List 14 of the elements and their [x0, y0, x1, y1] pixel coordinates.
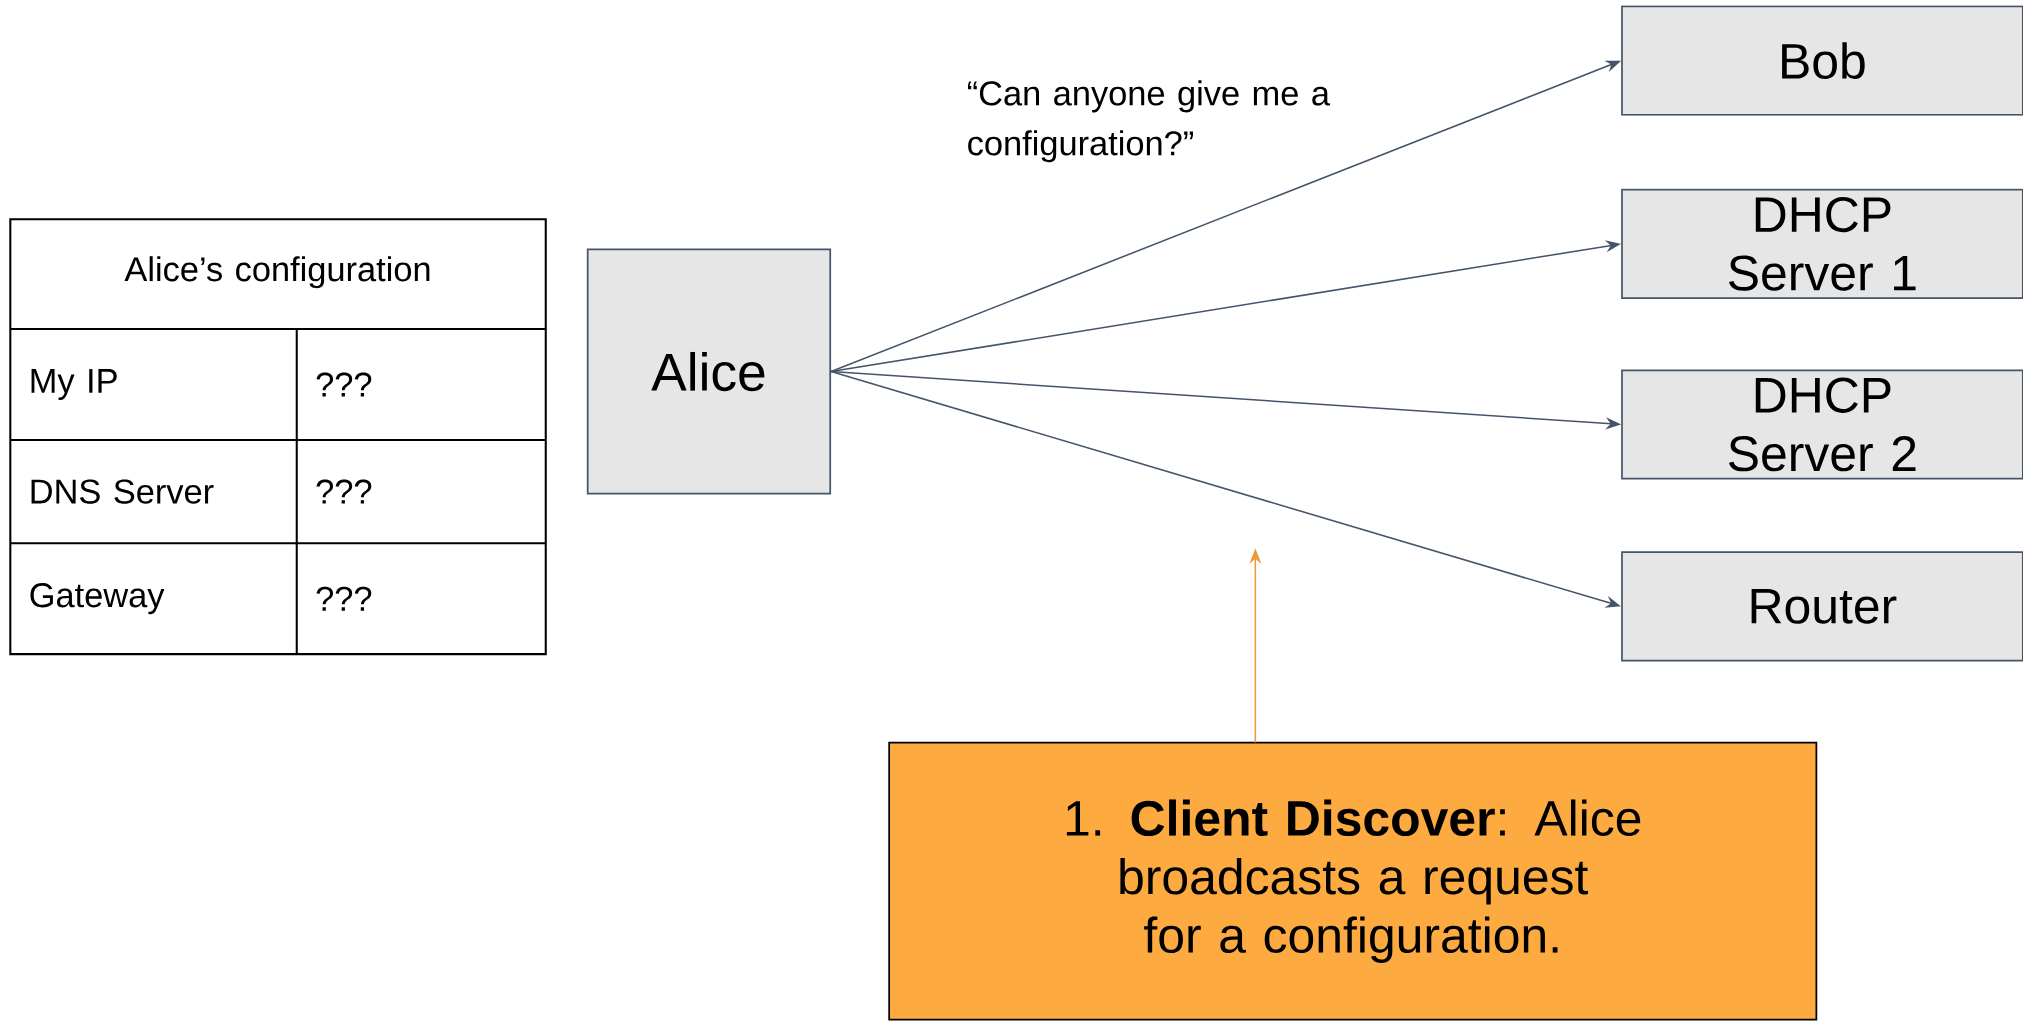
node-box: DHCP Server 1 [1621, 188, 2023, 299]
table-cell: Gateway [30, 583, 165, 615]
node-box: Bob [1621, 5, 2023, 116]
node-box: Alice [586, 248, 832, 495]
node-box: Router [1621, 551, 2023, 662]
node-box: DHCP Server 2 [1621, 369, 2023, 480]
table-cell: My IP [31, 369, 117, 400]
callout-box: 1. Client Discover: Alice broadcasts a request for a configuration. [888, 741, 1818, 1021]
quote-text: “Can anyone give me a configuration?” [967, 80, 1330, 163]
table-header: Alice’s configuration [124, 256, 430, 289]
table-cell: ??? [316, 372, 372, 397]
table-cell: ??? [316, 479, 372, 504]
table-cell: ??? [316, 586, 372, 611]
table-cell: DNS Server [31, 479, 214, 504]
